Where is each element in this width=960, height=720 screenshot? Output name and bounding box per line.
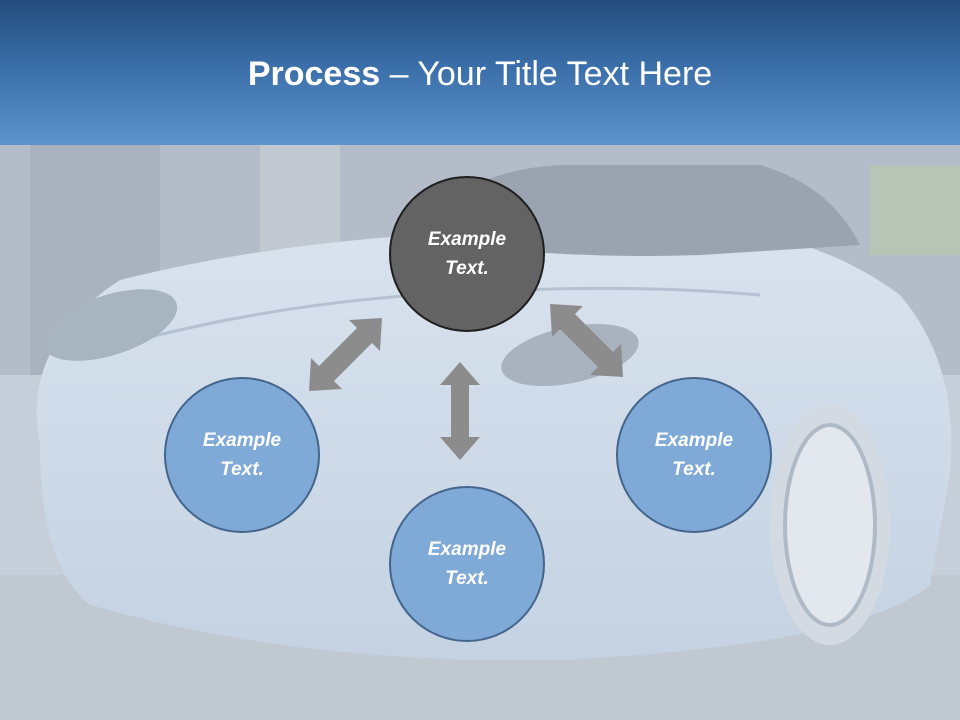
slide-title: Process – Your Title Text Here bbox=[0, 52, 960, 96]
title-regular-part: – Your Title Text Here bbox=[380, 55, 713, 93]
process-node-bottom: Example Text. bbox=[389, 486, 545, 642]
arrow-top-right bbox=[550, 304, 623, 377]
arrow-top-left bbox=[309, 318, 382, 391]
title-bold-part: Process bbox=[247, 55, 381, 93]
node-top-line2: Text. bbox=[445, 258, 489, 279]
node-bottom-line2: Text. bbox=[445, 568, 489, 589]
node-left-line1: Example bbox=[202, 430, 282, 451]
process-node-top: Example Text. bbox=[389, 176, 545, 332]
node-right-line2: Text. bbox=[672, 459, 716, 480]
process-node-right: Example Text. bbox=[616, 377, 772, 533]
node-top-line1: Example bbox=[427, 229, 507, 250]
title-banner: Process – Your Title Text Here bbox=[0, 0, 960, 145]
node-left-line2: Text. bbox=[220, 459, 264, 480]
process-node-left: Example Text. bbox=[164, 377, 320, 533]
node-right-line1: Example bbox=[654, 430, 734, 451]
node-bottom-line1: Example bbox=[427, 539, 507, 560]
arrow-vertical bbox=[440, 362, 480, 460]
